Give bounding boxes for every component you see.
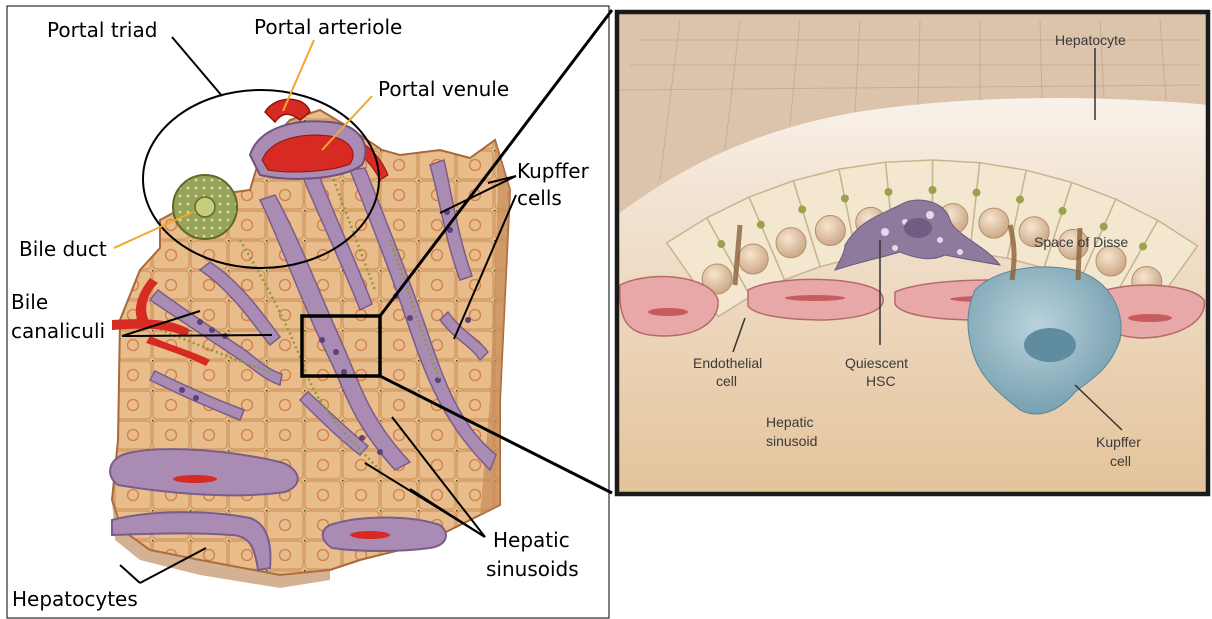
bile-canaliculus-junction — [1139, 242, 1147, 250]
label-hepatic-sinusoids-line2: sinusoids — [486, 557, 579, 581]
bile-canaliculus-junction — [841, 195, 849, 203]
bile-duct-structure — [173, 175, 237, 239]
bile-canaliculus-junction — [717, 240, 725, 248]
label-hepatic-sinusoid-line2: sinusoid — [766, 433, 817, 449]
label-bile-canaliculi-line2: canaliculi — [11, 319, 105, 343]
bile-canaliculus-junction — [798, 205, 806, 213]
label-kupffer-cells-line1: Kupffer — [517, 159, 590, 183]
label-portal-triad: Portal triad — [47, 18, 157, 42]
label-hepatic-sinusoids-line1: Hepatic — [493, 528, 570, 552]
label-hepatocytes: Hepatocytes — [12, 587, 138, 611]
bile-canaliculus-junction — [884, 188, 892, 196]
label-space-of-disse: Space of Disse — [1034, 234, 1128, 250]
left-panel: Portal triad Portal arteriole Portal ven… — [7, 6, 609, 618]
hepatocyte-nucleus — [979, 208, 1009, 238]
label-endothelial-line2: cell — [716, 373, 737, 389]
hepatocyte-nucleus — [1096, 246, 1126, 276]
hepatocyte-nucleus — [776, 228, 806, 258]
label-hepatic-sinusoid-line1: Hepatic — [766, 414, 813, 430]
bile-canaliculus-junction — [972, 189, 980, 197]
bile-canaliculus-junction — [928, 186, 936, 194]
label-bile-canaliculi-line1: Bile — [11, 290, 48, 314]
label-endothelial-line1: Endothelial — [693, 355, 762, 371]
label-portal-venule: Portal venule — [378, 77, 509, 101]
label-quiescent-line2: HSC — [866, 373, 896, 389]
label-kupffer-line1: Kupffer — [1096, 434, 1141, 450]
label-kupffer-line2: cell — [1110, 453, 1131, 469]
bile-canaliculus-junction — [1100, 223, 1108, 231]
bile-canaliculus-junction — [757, 221, 765, 229]
label-kupffer-cells-line2: cells — [517, 186, 562, 210]
label-quiescent-line1: Quiescent — [845, 355, 908, 371]
bile-canaliculus-junction — [1016, 196, 1024, 204]
right-panel: Hepatocyte Space of Disse Endothelial ce… — [617, 12, 1208, 494]
hepatocyte-nucleus — [738, 244, 768, 274]
hepatocyte-nucleus — [815, 216, 845, 246]
label-hepatocyte: Hepatocyte — [1055, 32, 1126, 48]
bile-canaliculus-junction — [1059, 207, 1067, 215]
label-portal-arteriole: Portal arteriole — [254, 15, 402, 39]
label-bile-duct: Bile duct — [19, 237, 107, 261]
